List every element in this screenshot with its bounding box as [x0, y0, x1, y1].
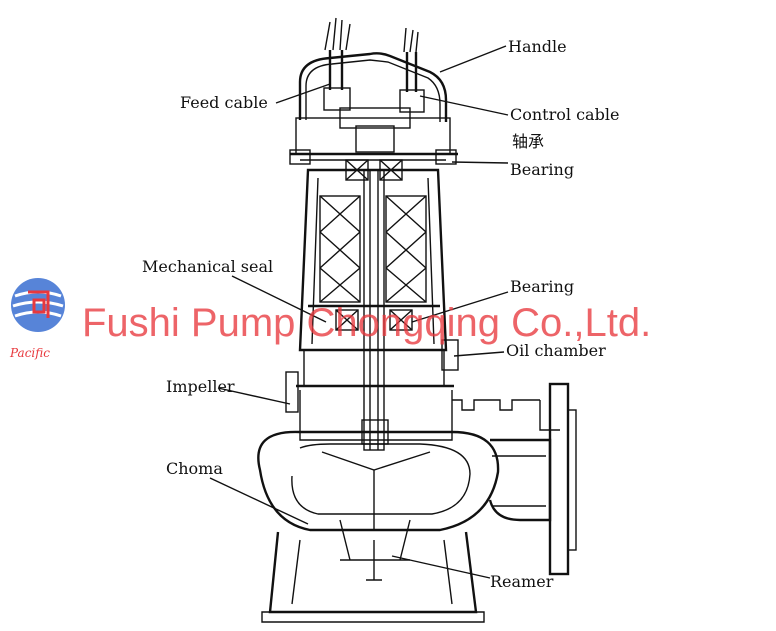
top-cover-drawing [289, 107, 458, 165]
label-feed-cable: Feed cable [180, 93, 268, 112]
volute-casing-drawing [257, 430, 500, 561]
label-control-cable: Control cable [510, 105, 619, 124]
label-reamer: Reamer [490, 572, 554, 591]
label-oil-chamber: Oil chamber [506, 341, 606, 360]
label-impeller: Impeller [166, 377, 235, 396]
watermark-text: Fushi Pump Chongqing Co.,Ltd. [82, 301, 651, 345]
watermark-logo-caption: Pacific [9, 346, 50, 360]
control-cable-drawing [399, 27, 425, 113]
lower-bearing-drawing [308, 304, 440, 331]
label-bearing-top: Bearing [510, 160, 574, 179]
discharge-flange-drawing [488, 382, 577, 576]
pacific-logo-icon [11, 278, 65, 332]
pump-base-drawing [261, 531, 485, 623]
label-bearing-mid: Bearing [510, 277, 574, 296]
label-mechanical-seal: Mechanical seal [142, 257, 273, 276]
impeller-housing-drawing [299, 390, 560, 445]
motor-housing-drawing [298, 168, 448, 352]
label-handle: Handle [508, 37, 567, 56]
leader-lines [209, 45, 509, 579]
label-choma: Choma [166, 459, 223, 478]
label-bearing-chinese: 轴承 [512, 132, 544, 151]
handle-drawing [298, 52, 448, 122]
shaft-drawing [363, 169, 385, 451]
